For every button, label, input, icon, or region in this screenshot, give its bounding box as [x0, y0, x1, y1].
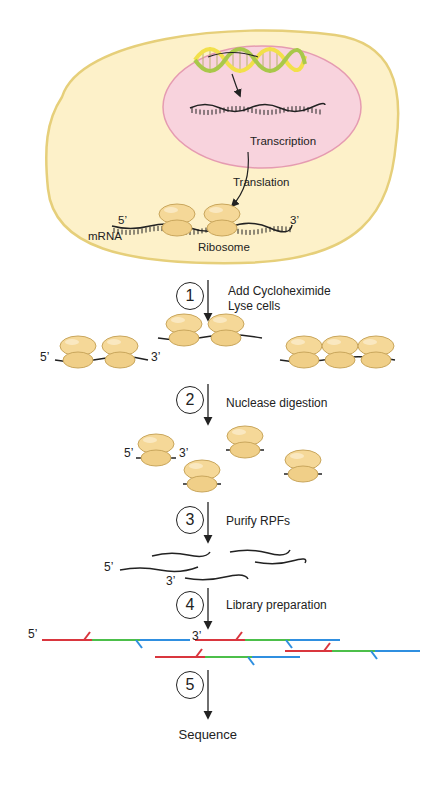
drawing-line [252, 656, 300, 658]
drawing-path [55, 357, 148, 362]
step-label: Purify RPFs [226, 514, 290, 529]
step-number-text: 2 [186, 392, 195, 408]
end-label: 5’ [104, 560, 113, 575]
drawing-line [332, 650, 375, 652]
monosomes [136, 426, 322, 492]
drawing-use [358, 336, 394, 368]
step-number: 1 [176, 282, 204, 310]
polysomes [55, 314, 395, 368]
drawing-line [284, 473, 322, 475]
node-text: mRNA [88, 229, 122, 244]
library-reads [42, 632, 420, 665]
end-label: 5’ [28, 627, 37, 642]
drawing-line [92, 639, 140, 641]
drawing-path [230, 550, 290, 555]
step-label: Sequence [179, 727, 238, 742]
drawing-line [371, 651, 377, 659]
nucleus-shape [163, 46, 361, 168]
drawing-use [184, 460, 220, 492]
drawing-use [322, 336, 358, 368]
nucleus: Transcription [162, 45, 362, 169]
node-text: Transcription [250, 134, 316, 149]
step-number: 5 [176, 671, 204, 699]
step-label: Add Cycloheximide Lyse cells [228, 284, 340, 314]
end-label: 5’ [40, 350, 49, 365]
drawing-line [226, 449, 264, 451]
node-text: Ribosome [198, 240, 250, 255]
step-number: 3 [176, 506, 204, 534]
drawing-line [136, 457, 176, 459]
drawing-use [138, 434, 174, 466]
node-text: Translation [233, 175, 289, 190]
end-label: 3’ [179, 446, 188, 461]
end-label: 3’ [192, 629, 201, 644]
drawing-line [248, 657, 254, 665]
drawing-path [255, 559, 306, 564]
drawing-line [155, 656, 205, 658]
drawing-line [290, 639, 340, 641]
step-label: Library preparation [226, 598, 327, 613]
drawing-use [285, 450, 321, 482]
drawing-use [60, 336, 96, 368]
step-number: 4 [176, 591, 204, 619]
step-label: Nuclease digestion [226, 396, 327, 411]
drawing-use [208, 314, 244, 346]
drawing-line [183, 483, 221, 485]
cell-shape [46, 30, 398, 263]
drawing-path [158, 335, 262, 340]
drawing-line [140, 639, 190, 641]
drawing-line [136, 640, 142, 648]
drawing-line [245, 639, 290, 641]
drawing-use [227, 426, 263, 458]
drawing-use [286, 336, 322, 368]
step-number-text: 1 [186, 288, 195, 304]
drawing-line [205, 656, 252, 658]
drawing-line [196, 649, 202, 657]
drawing-line [375, 650, 420, 652]
drawing-path [185, 575, 248, 580]
drawing-line [207, 670, 208, 718]
drawing-line [195, 639, 245, 641]
drawing-line [285, 650, 332, 652]
drawing-path [120, 567, 198, 571]
step-arrows [207, 280, 208, 718]
drawing-line [207, 588, 208, 628]
drawing-path [280, 357, 395, 362]
step-number-text: 5 [186, 677, 195, 693]
step-number-text: 3 [186, 512, 195, 528]
drawing-line [207, 280, 208, 320]
drawing-line [207, 502, 208, 542]
drawing-line [84, 632, 90, 640]
nucleus-outline [162, 45, 362, 169]
drawing-path [152, 552, 210, 556]
end-label: 3’ [151, 350, 160, 365]
footprints [120, 550, 306, 580]
step-number: 2 [176, 386, 204, 414]
node-text: 5’ [118, 213, 127, 228]
drawing-use [166, 314, 202, 346]
drawing-line [236, 632, 242, 640]
end-label: 5’ [124, 446, 133, 461]
drawing-line [324, 643, 330, 651]
drawing-line [42, 639, 92, 641]
drawing-line [286, 640, 292, 648]
step-number-text: 4 [186, 597, 195, 613]
end-label: 3’ [166, 574, 175, 589]
node-text: 3’ [290, 213, 299, 228]
drawing-line [207, 384, 208, 424]
cell-body: Translation 5’mRNA Ribosome 3’ Transcription [40, 25, 405, 265]
drawing-use [102, 336, 138, 368]
